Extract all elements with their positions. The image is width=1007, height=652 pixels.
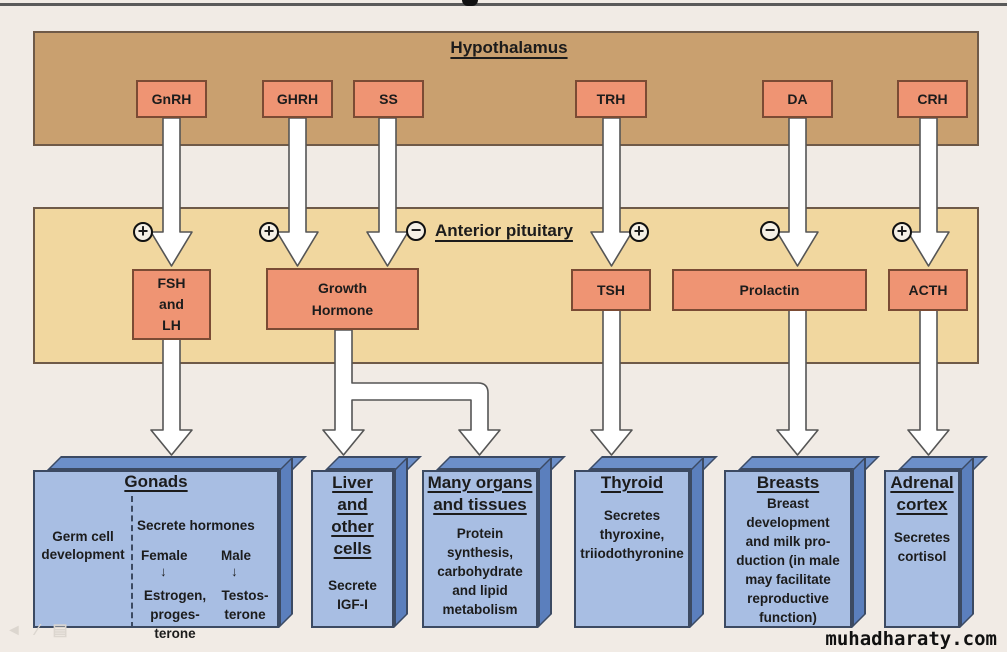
hypothalamus-title: Hypothalamus bbox=[450, 38, 568, 57]
gonads-left-text: Germ cell development bbox=[41, 529, 125, 562]
thyroid-body: thyroxine, bbox=[599, 527, 665, 542]
and-label: and bbox=[159, 296, 184, 312]
fsh-label: FSH bbox=[157, 275, 186, 291]
plus-sign-icon: + bbox=[259, 222, 279, 242]
minus-sign-icon: − bbox=[406, 221, 426, 241]
arrow-down-icon: ↓ bbox=[160, 564, 167, 579]
title-fragment bbox=[462, 0, 478, 6]
thyroid-face: Thyroid Secretes thyroxine, triiodothyro… bbox=[574, 470, 690, 628]
divider-dashed bbox=[131, 496, 133, 628]
male-label: Male bbox=[221, 548, 252, 563]
thyroid-title: Thyroid bbox=[600, 473, 664, 492]
hormone-crh: CRH bbox=[897, 80, 968, 118]
prev-slide-icon[interactable]: ◄ bbox=[6, 622, 36, 639]
target-thyroid: Thyroid Secretes thyroxine, triiodothyro… bbox=[574, 456, 718, 628]
female-hormones: Estrogen, proges- terone bbox=[143, 588, 207, 641]
gonads-face: Gonads Germ cell development Secrete hor… bbox=[33, 470, 279, 641]
breasts-title: Breasts bbox=[756, 473, 820, 492]
breasts-body: Breast bbox=[766, 496, 810, 511]
target-liver: Liver and other cells Secrete IGF-I bbox=[311, 456, 422, 628]
hormone-tsh: TSH bbox=[571, 269, 651, 311]
arrow-down-icon: ↓ bbox=[231, 564, 238, 579]
liver-body: Secrete bbox=[328, 578, 377, 593]
adrenal-title: Adrenal bbox=[890, 473, 954, 492]
breasts-body: duction (in male bbox=[736, 553, 840, 568]
organs-title: Many organs bbox=[427, 473, 533, 492]
thyroid-body: Secretes bbox=[603, 508, 661, 523]
target-organs: Many organs and tissues Protein synthesi… bbox=[422, 456, 566, 628]
hormone-da: DA bbox=[762, 80, 833, 118]
hormone-ghrh: GHRH bbox=[262, 80, 333, 118]
target-gonads: Gonads Germ cell development Secrete hor… bbox=[33, 456, 307, 641]
breasts-body: development bbox=[746, 515, 830, 530]
female-label: Female bbox=[141, 548, 188, 563]
hormone-fsh-lh: FSH and LH bbox=[132, 269, 211, 340]
adrenal-body: cortisol bbox=[897, 549, 947, 564]
liver-title: and bbox=[337, 495, 368, 514]
target-adrenal-cortex: Adrenal cortex Secretes cortisol bbox=[884, 456, 988, 628]
organs-body: carbohydrate bbox=[437, 564, 523, 579]
hormone-gnrh: GnRH bbox=[136, 80, 207, 118]
pen-icon[interactable]: ⁄ bbox=[35, 622, 53, 639]
organs-body: Protein bbox=[456, 526, 504, 541]
breasts-face: Breasts Breast development and milk pro-… bbox=[724, 470, 852, 628]
growth-label: Growth bbox=[318, 280, 367, 296]
adrenal-title: cortex bbox=[896, 495, 948, 514]
lh-label: LH bbox=[162, 317, 181, 333]
liver-face: Liver and other cells Secrete IGF-I bbox=[311, 470, 394, 628]
liver-title: cells bbox=[333, 539, 372, 558]
hormone-label: Hormone bbox=[311, 302, 374, 318]
hormone-growth-hormone: Growth Hormone bbox=[266, 268, 419, 330]
breasts-body: may facilitate bbox=[745, 572, 831, 587]
liver-title: Liver bbox=[332, 473, 373, 492]
gonads-title: Gonads bbox=[124, 472, 188, 491]
breasts-body: and milk pro- bbox=[745, 534, 831, 549]
male-hormones: Testos- terone bbox=[221, 588, 269, 622]
hormone-trh: TRH bbox=[575, 80, 647, 118]
watermark: muhadharaty.com bbox=[821, 628, 1001, 650]
minus-sign-icon: − bbox=[760, 221, 780, 241]
top-border-line bbox=[0, 3, 1007, 6]
menu-icon[interactable]: ▤ bbox=[52, 622, 82, 639]
liver-title: other bbox=[331, 517, 374, 536]
adrenal-body: Secretes bbox=[893, 530, 951, 545]
secrete-hormones-heading: Secrete hormones bbox=[137, 518, 255, 533]
slide-nav-controls[interactable]: ◄⁄▤ bbox=[6, 620, 82, 640]
breasts-body: function) bbox=[759, 610, 817, 625]
hormone-ss: SS bbox=[353, 80, 424, 118]
organs-face: Many organs and tissues Protein synthesi… bbox=[422, 470, 538, 628]
hormone-acth: ACTH bbox=[888, 269, 968, 311]
organs-body: metabolism bbox=[442, 602, 518, 617]
organs-body: and lipid bbox=[452, 583, 508, 598]
liver-body: IGF-I bbox=[337, 597, 368, 612]
organs-title: and tissues bbox=[433, 495, 527, 514]
hormone-prolactin: Prolactin bbox=[672, 269, 867, 311]
organs-body: synthesis, bbox=[446, 545, 514, 560]
plus-sign-icon: + bbox=[133, 222, 153, 242]
plus-sign-icon: + bbox=[629, 222, 649, 242]
target-breasts: Breasts Breast development and milk pro-… bbox=[724, 456, 880, 628]
plus-sign-icon: + bbox=[892, 222, 912, 242]
anterior-pituitary-title: Anterior pituitary bbox=[435, 221, 573, 240]
thyroid-body: triiodothyronine bbox=[580, 546, 684, 561]
adrenal-face: Adrenal cortex Secretes cortisol bbox=[884, 470, 960, 628]
breasts-body: reproductive bbox=[747, 591, 829, 606]
